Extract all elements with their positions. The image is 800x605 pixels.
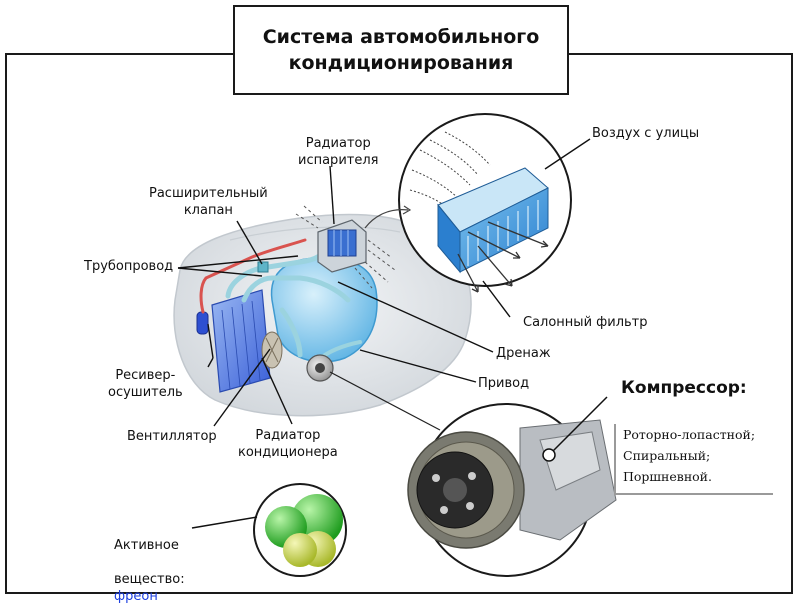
compressor-type-item: Поршневной. [623,469,712,484]
zoom-connector [364,209,409,229]
title-box: Система автомобильного кондиционирования [233,5,569,95]
compressor-callout [542,396,608,462]
label-receiver-dryer: Ресивер- осушитель [108,368,183,400]
label-evaporator: Радиатор испарителя [298,136,379,168]
engine-block [270,257,378,363]
compressor-heading: Компрессор: [621,378,747,398]
freon-value: фреон [114,589,158,604]
cabin-filter-magnifier [398,113,572,293]
active-substance-line2: вещество: [114,572,185,587]
label-drive: Привод [478,376,530,391]
label-outside-air: Воздух с улицы [592,126,700,141]
active-substance-label: Активное вещество: фреон [114,520,185,605]
compressor-type-item: Спиральный; [623,448,711,463]
label-condenser: Радиатор кондиционера [238,428,338,460]
freon-leader [191,516,258,529]
pipelines [199,238,362,362]
condenser-radiator [211,289,271,393]
leader-lines [177,138,591,427]
compressor-magnifier [407,403,617,577]
receiver-dryer [196,311,209,335]
compressor-zoom-line [329,371,441,431]
label-drain: Дренаж [496,346,551,361]
page-title: Система автомобильного кондиционирования [262,26,540,74]
label-fan: Вентиллятор [127,429,217,444]
expansion-valve [257,261,269,273]
active-substance-line1: Активное [114,538,179,553]
label-pipeline: Трубопровод [84,259,174,274]
evaporator-unit [295,205,396,289]
freon-molecule [253,483,347,577]
compressor-type-item: Роторно-лопастной; [623,427,756,442]
compressor-types-list: Роторно-лопастной; Спиральный; Поршневно… [614,424,773,495]
fan [261,331,283,369]
label-expansion-valve: Расширительный клапан [149,186,268,218]
label-cabin-filter: Салонный фильтр [523,315,648,330]
small-compressor [306,354,334,382]
